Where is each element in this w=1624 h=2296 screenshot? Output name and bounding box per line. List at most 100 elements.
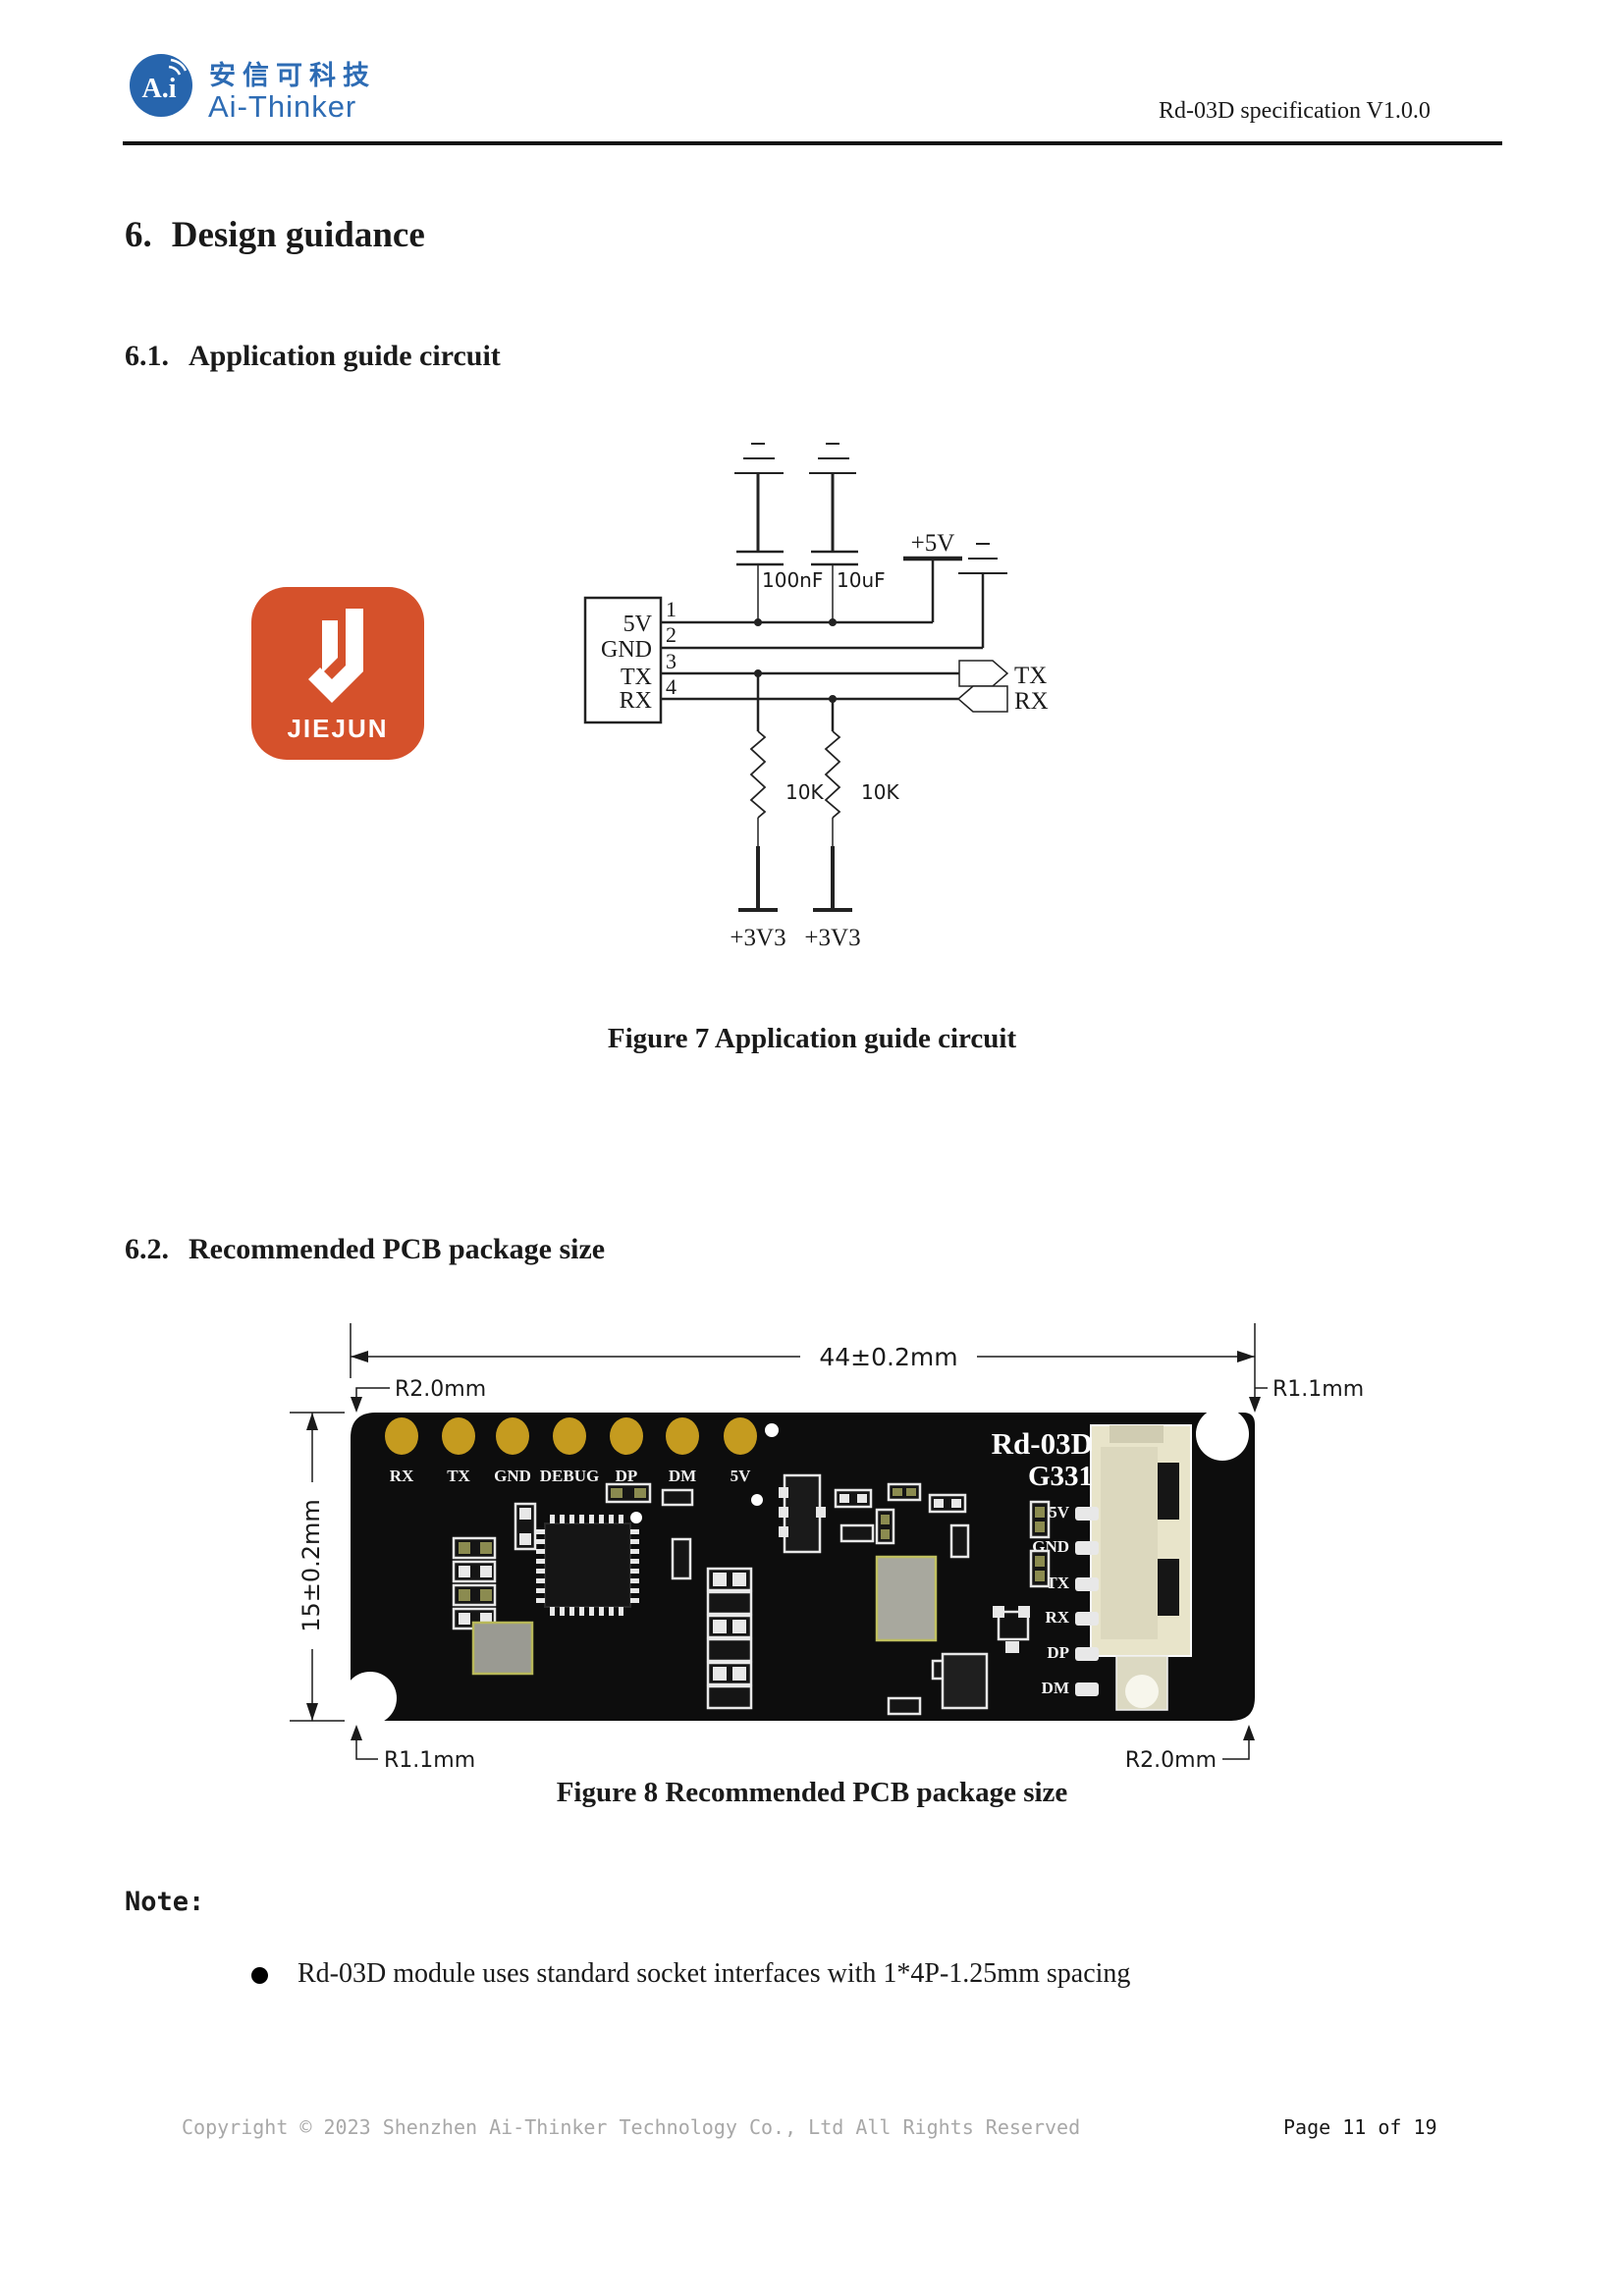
capacitor-symbol xyxy=(736,550,784,566)
pad-rx xyxy=(385,1417,418,1455)
right-pin-pads xyxy=(1075,1507,1099,1696)
note-bullet-text: Rd-03D module uses standard socket inter… xyxy=(298,1958,1131,1989)
res1-value: 10K xyxy=(785,780,824,804)
jiejun-vendor-logo: JIEJUN xyxy=(251,587,424,760)
arrow-up-icon xyxy=(1243,1725,1255,1740)
schematic-labels: 100nF 10uF +5V 5V GND TX RX 1 2 3 4 TX R… xyxy=(601,530,1049,951)
right-pin-rx: RX xyxy=(1045,1608,1069,1627)
smd-pad-fills-white xyxy=(459,1487,1030,1681)
doc-title: Rd-03D specification V1.0.0 xyxy=(1159,98,1431,124)
pcb-notch-top-right xyxy=(1196,1408,1249,1461)
figure8-pcb-drawing: RX TX GND DEBUG DP DM 5V Rd-03D G331 5V … xyxy=(290,1323,1364,1773)
pcb-top-pads xyxy=(385,1417,757,1455)
section-title: Application guide circuit xyxy=(189,340,501,372)
arrow-down-icon xyxy=(1249,1397,1261,1413)
jiejun-logo-mark-icon: JIEJUN xyxy=(287,609,388,743)
tx-flag-symbol xyxy=(958,660,1009,687)
cap2-value: 10uF xyxy=(837,568,886,592)
supply-label: +5V xyxy=(911,530,955,557)
wifi-arc-icon xyxy=(168,65,182,76)
logo-j-bar xyxy=(322,620,338,673)
silkscreen-rev: G331 xyxy=(1028,1461,1093,1492)
figure7-caption: Figure 7 Application guide circuit xyxy=(607,1023,1017,1054)
silkscreen-model: Rd-03D xyxy=(992,1426,1093,1461)
section-number: 6. xyxy=(125,215,152,255)
footer-copyright: Copyright © 2023 Shenzhen Ai-Thinker Tec… xyxy=(182,2115,1081,2139)
radius-bottom-left-label: R1.1mm xyxy=(384,1748,475,1773)
radius-leaders-bottom xyxy=(355,1740,1250,1760)
section-title: Recommended PCB package size xyxy=(189,1233,606,1265)
cap1-value: 100nF xyxy=(762,568,823,592)
wifi-arc-icon xyxy=(170,58,188,72)
pad-gnd xyxy=(496,1417,529,1455)
shield-module xyxy=(875,1555,938,1642)
pad-label-tx: TX xyxy=(447,1467,470,1485)
pad-dp xyxy=(610,1417,643,1455)
pad-label-5v: 5V xyxy=(731,1467,752,1485)
pad-labels: RX TX GND DEBUG DP DM 5V xyxy=(390,1467,751,1485)
dim-height-label: 15±0.2mm xyxy=(298,1499,325,1632)
junction-dot xyxy=(754,618,762,626)
section-heading-6-1: 6.1. Application guide circuit xyxy=(125,340,501,373)
module-pin-5v: 5V xyxy=(623,612,653,637)
socket-connector xyxy=(1090,1424,1192,1711)
radius-bottom-right-label: R2.0mm xyxy=(1125,1748,1217,1773)
radius-leaders-top xyxy=(355,1378,1268,1398)
pad-label-dp: DP xyxy=(616,1467,638,1485)
jiejun-logo-text: JIEJUN xyxy=(287,714,388,743)
section-number: 6.2. xyxy=(125,1233,169,1265)
pin-number-3: 3 xyxy=(666,649,677,673)
pin-number-1: 1 xyxy=(666,597,677,621)
section-heading-6-2: 6.2. Recommended PCB package size xyxy=(125,1233,605,1266)
pcb-board xyxy=(351,1413,1255,1721)
pad-label-gnd: GND xyxy=(494,1467,531,1485)
pad-5v xyxy=(724,1417,757,1455)
logo-j-mark xyxy=(308,609,363,703)
ground-symbol xyxy=(809,443,856,474)
bullet-icon xyxy=(251,1967,268,1984)
section-number: 6.1. xyxy=(125,340,169,372)
module-pin-gnd: GND xyxy=(601,637,652,663)
pad-debug xyxy=(553,1417,586,1455)
arrow-down-icon xyxy=(306,1703,318,1721)
right-pin-dp: DP xyxy=(1047,1643,1069,1662)
junction-dot xyxy=(829,618,837,626)
right-pin-5v: 5V xyxy=(1049,1503,1070,1522)
rx-flag-symbol xyxy=(956,685,1008,713)
pin-number-4: 4 xyxy=(666,674,677,699)
main-ic-chip xyxy=(536,1512,642,1616)
radius-top-left-label: R2.0mm xyxy=(395,1377,486,1402)
pad-tx xyxy=(442,1417,475,1455)
right-pin-tx: TX xyxy=(1046,1574,1069,1592)
arrow-up-icon xyxy=(351,1725,362,1740)
dim-width-lines xyxy=(350,1323,1256,1378)
pad-label-debug: DEBUG xyxy=(540,1467,599,1485)
pad-label-dm: DM xyxy=(669,1467,696,1485)
tx-flag-label: TX xyxy=(1014,663,1047,689)
ground-symbol xyxy=(734,443,784,474)
right-pin-dm: DM xyxy=(1042,1679,1069,1697)
res2-value: 10K xyxy=(861,780,899,804)
section-heading-6: 6.Design guidance xyxy=(125,214,425,256)
figure8-caption: Figure 8 Recommended PCB package size xyxy=(556,1777,1068,1808)
resistor-symbol xyxy=(824,730,841,819)
shield-module xyxy=(471,1621,534,1676)
dim-width-label: 44±0.2mm xyxy=(819,1343,957,1371)
rail1-label: +3V3 xyxy=(730,925,785,951)
pcb-notch-bottom-left xyxy=(344,1672,397,1725)
right-pin-labels: 5V GND TX RX DP DM xyxy=(1032,1503,1070,1697)
module-pin-tx: TX xyxy=(621,665,652,690)
figure7-schematic: 100nF 10uF +5V 5V GND TX RX 1 2 3 4 TX R… xyxy=(583,443,1049,951)
capacitor-symbol xyxy=(811,550,858,566)
fiducial-dot xyxy=(751,1494,763,1506)
brand-name-en: Ai-Thinker xyxy=(208,89,357,124)
note-label: Note: xyxy=(125,1887,205,1917)
footer-page-number: Page 11 of 19 xyxy=(1283,2115,1437,2139)
arrow-left-icon xyxy=(351,1351,368,1362)
module-pin-rx: RX xyxy=(620,688,652,714)
ai-thinker-logo-icon: A.i xyxy=(130,54,192,117)
header-rule xyxy=(123,141,1502,145)
schematic-wires xyxy=(583,443,1009,912)
brand-name-cn: 安信可科技 xyxy=(209,61,376,91)
